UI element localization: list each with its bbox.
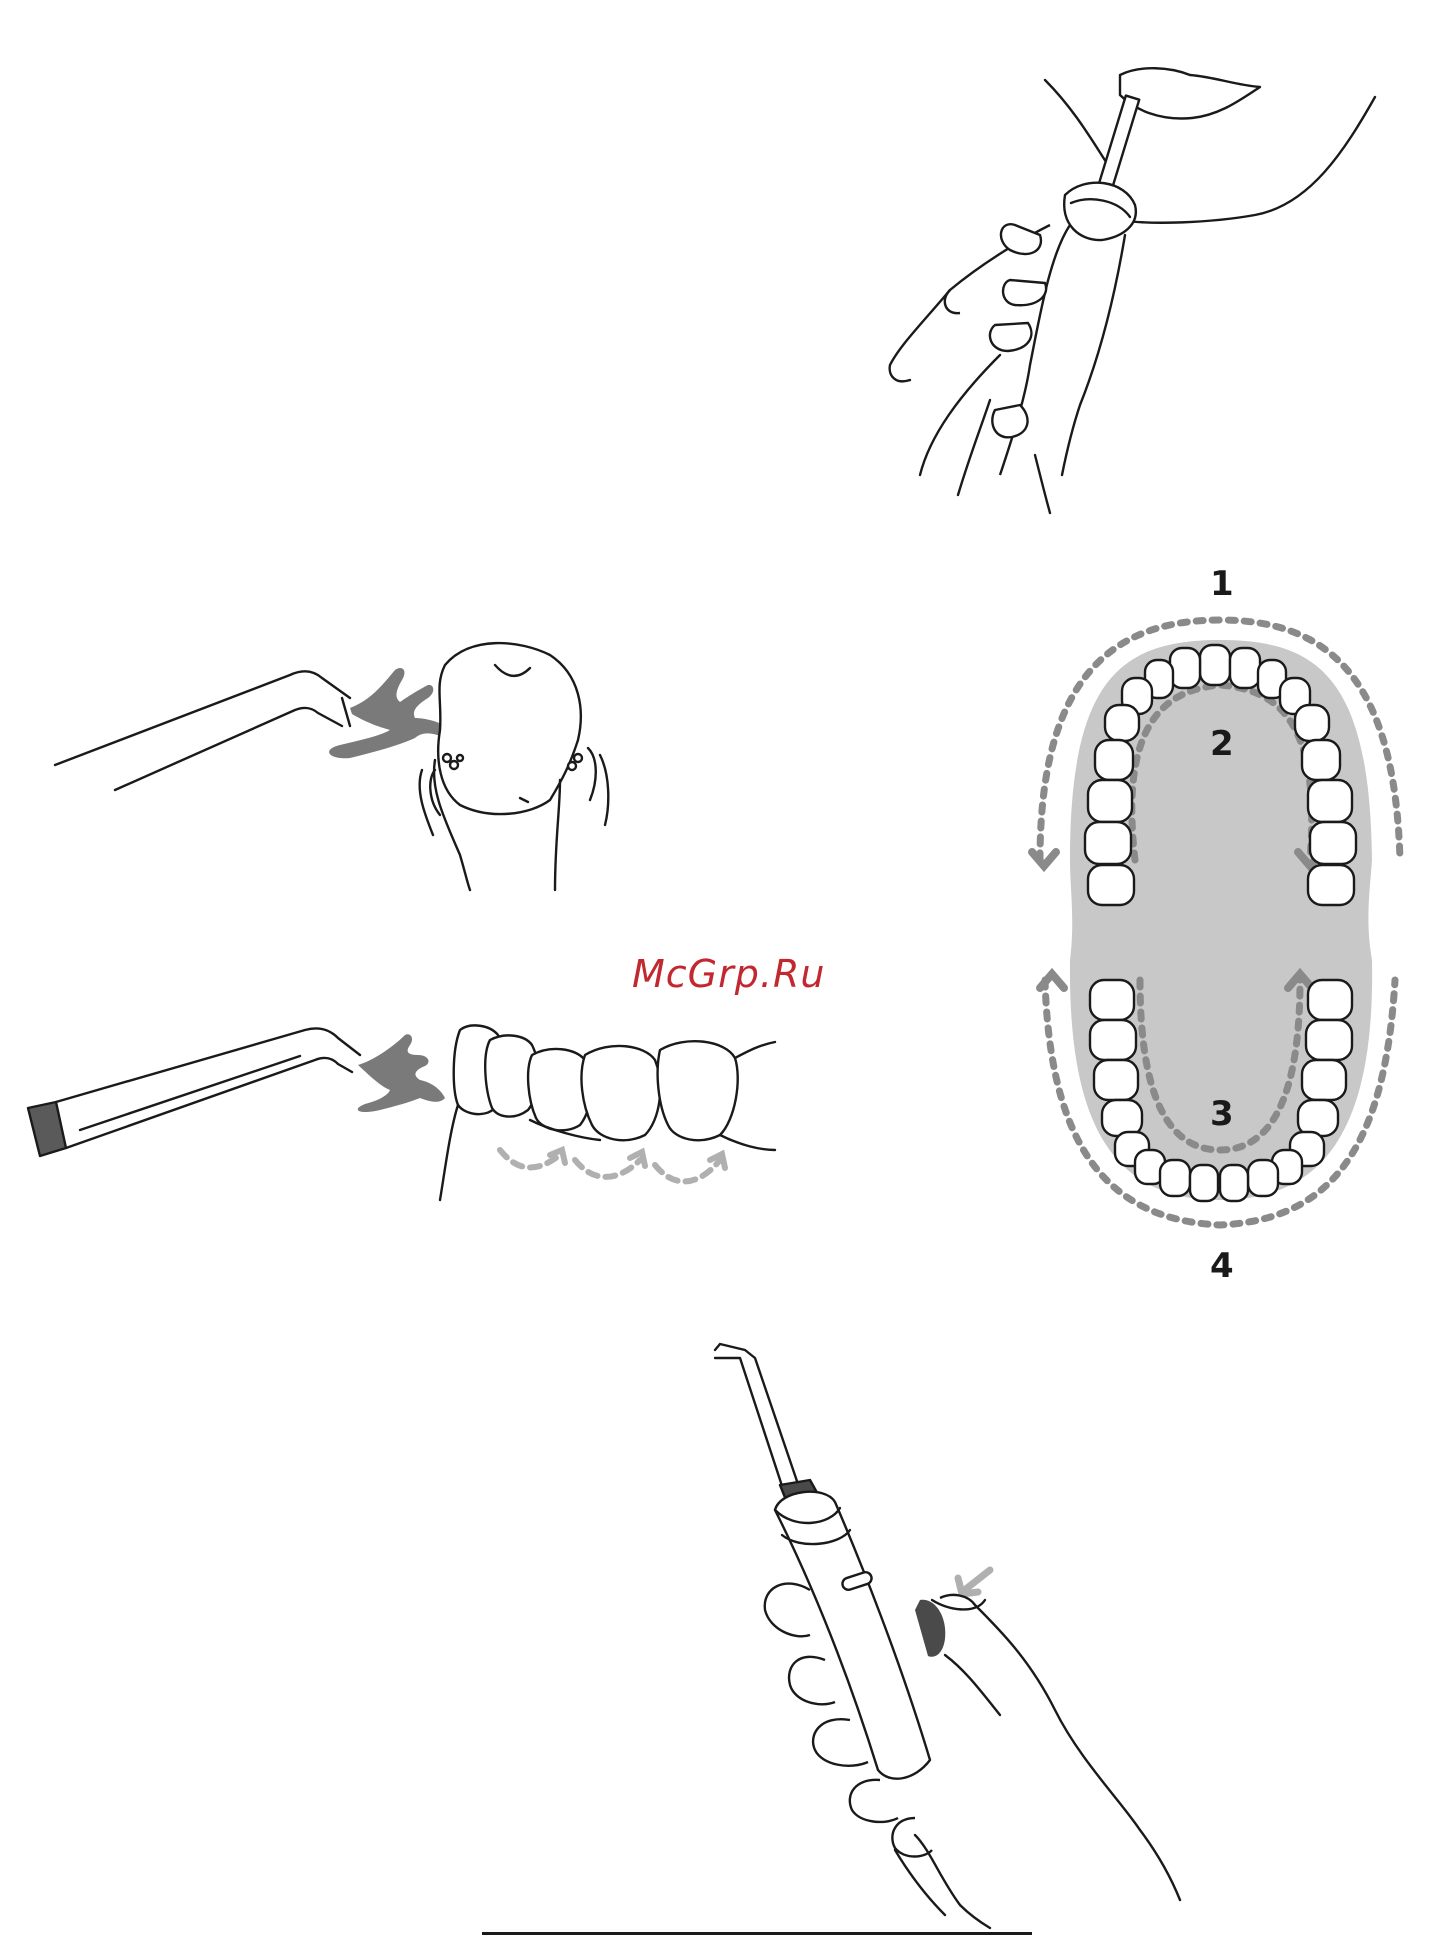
watermark: McGrp.Ru [632, 952, 825, 996]
illustration-single-tooth-spray [50, 640, 630, 890]
illustration-hand-press-button [700, 1330, 1260, 1930]
zone-label-4: 4 [1210, 1246, 1234, 1286]
zone-label-3: 3 [1210, 1094, 1234, 1134]
illustration-teeth-row-spray [20, 1010, 780, 1210]
zone-label-2: 2 [1210, 724, 1234, 764]
footer-rule [482, 1932, 1032, 1935]
illustration-hand-at-mouth [840, 55, 1380, 515]
illustration-mouth-zones-diagram: 1 2 3 4 [1010, 560, 1430, 1280]
zone-label-1: 1 [1210, 564, 1234, 604]
